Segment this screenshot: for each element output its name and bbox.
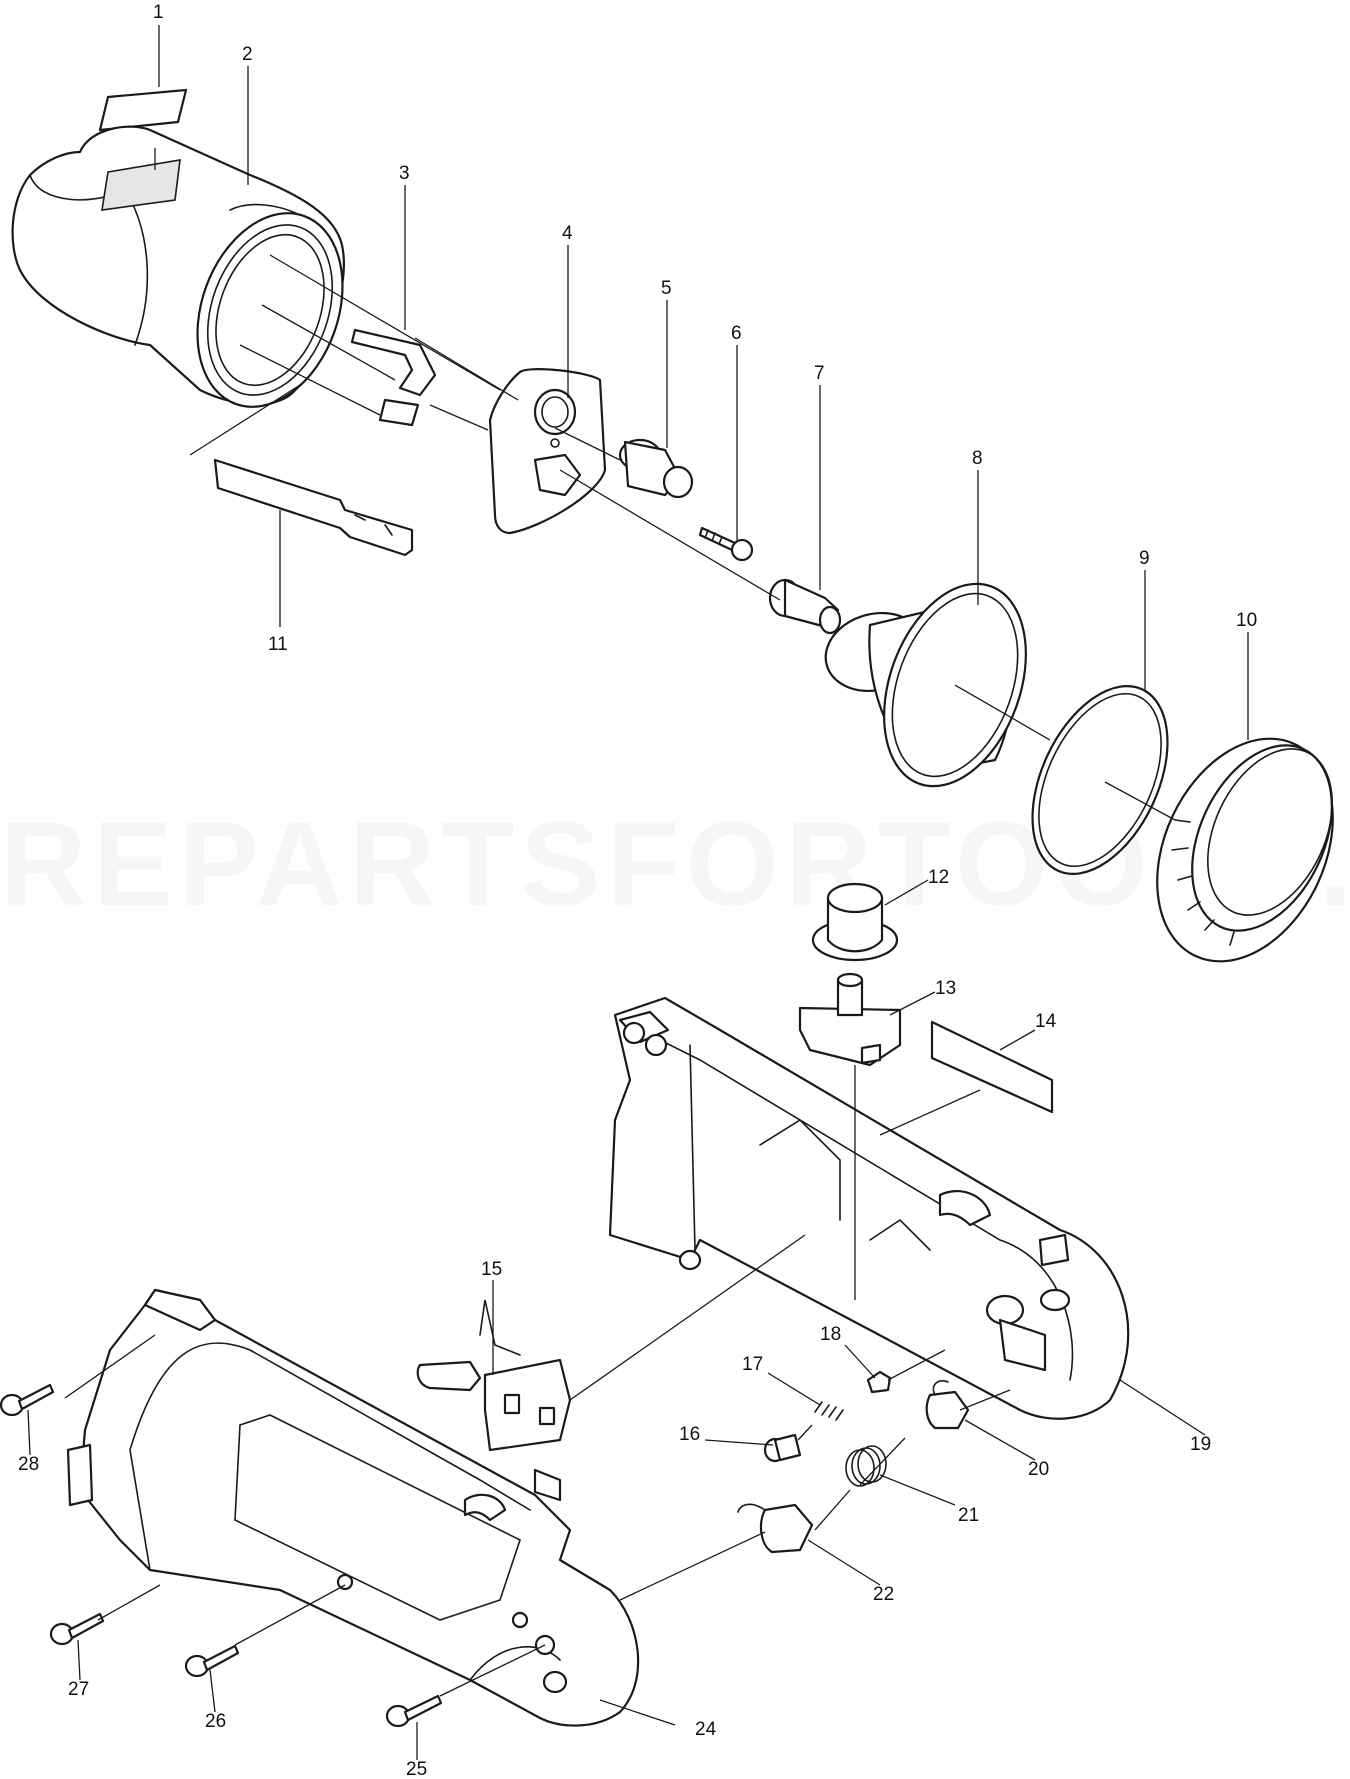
callout-4: 4	[562, 223, 573, 244]
callout-numbers: 1 2 3 4 5 6 7 8 9 10 11 12 13 14 15 16 1…	[18, 2, 1257, 1779]
part-16-bulb	[763, 1433, 802, 1463]
part-14-label	[930, 1020, 1054, 1114]
part-27-screw	[49, 1612, 105, 1646]
callout-18: 18	[820, 1324, 841, 1345]
part-19-housing-half	[608, 996, 1130, 1420]
callout-17: 17	[742, 1354, 763, 1375]
callout-12: 12	[928, 867, 949, 888]
callout-1: 1	[153, 2, 164, 23]
part-22-lamp-socket	[737, 1503, 814, 1554]
callout-28: 28	[18, 1454, 39, 1475]
part-18-pin	[866, 1370, 892, 1394]
callout-9: 9	[1139, 548, 1150, 569]
part-11-terminal-strip	[213, 458, 414, 557]
part-26-screw	[184, 1644, 240, 1678]
part-10-lens-ring	[1156, 737, 1334, 963]
part-28-screw	[0, 1383, 55, 1417]
callout-11: 11	[268, 634, 288, 655]
callout-6: 6	[731, 323, 742, 344]
part-21-spring	[845, 1445, 887, 1487]
callout-21: 21	[958, 1505, 979, 1526]
part-20-lamp-socket	[925, 1380, 970, 1430]
part-13-switch	[798, 972, 902, 1067]
part-7-bulb	[768, 578, 842, 635]
part-15-terminal	[416, 1299, 572, 1452]
callout-5: 5	[661, 278, 672, 299]
part-8-reflector	[824, 582, 1027, 788]
part-25-screw	[385, 1694, 443, 1728]
callout-16: 16	[679, 1424, 700, 1445]
part-9-lens	[1031, 685, 1169, 875]
callout-7: 7	[814, 363, 825, 384]
callout-25: 25	[406, 1759, 427, 1779]
callout-15: 15	[481, 1259, 502, 1280]
callout-14: 14	[1035, 1011, 1057, 1032]
callout-3: 3	[399, 163, 410, 184]
part-1-label	[98, 88, 188, 132]
callout-22: 22	[873, 1584, 894, 1605]
watermark-text: REPARTSFORTOOLS.COM	[0, 797, 1350, 931]
part-17-spring	[814, 1401, 844, 1421]
part-24-housing-half	[66, 1288, 640, 1727]
part-3-contact-plate	[350, 328, 437, 427]
assembly-guide-lines	[64, 148, 1176, 1697]
callout-24: 24	[695, 1719, 717, 1740]
callout-leaders	[27, 25, 1249, 1760]
callout-20: 20	[1028, 1459, 1049, 1480]
callout-13: 13	[935, 978, 956, 999]
part-4-lamp-holder-plate	[488, 368, 607, 535]
part-12-switch-cap	[811, 882, 899, 962]
callout-26: 26	[205, 1711, 226, 1732]
callout-19: 19	[1190, 1434, 1211, 1455]
callout-10: 10	[1236, 610, 1257, 631]
callout-27: 27	[68, 1679, 89, 1700]
callout-8: 8	[972, 448, 983, 469]
callout-2: 2	[242, 44, 253, 65]
part-5-bulb	[618, 438, 694, 499]
part-6-screw	[698, 526, 754, 562]
